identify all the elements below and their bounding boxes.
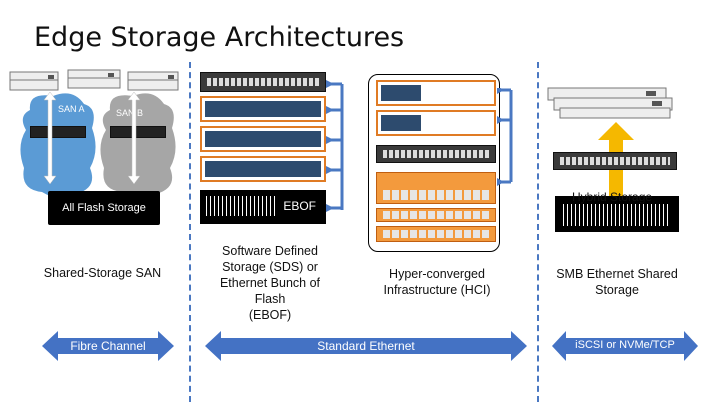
iscsi-arrow-shape bbox=[552, 331, 698, 361]
san-a-label: SAN A bbox=[58, 104, 85, 114]
san-a-cloud-icon bbox=[20, 93, 96, 198]
san-b-switch bbox=[110, 126, 166, 138]
san-a-switch bbox=[30, 126, 86, 138]
iscsi-arrow: iSCSI or NVMe/TCP bbox=[552, 331, 698, 361]
iscsi-label: iSCSI or NVMe/TCP bbox=[575, 339, 675, 351]
standard-ethernet-arrow: Standard Ethernet bbox=[205, 331, 527, 361]
page-title: Edge Storage Architectures bbox=[34, 22, 405, 53]
sds-top-switch bbox=[200, 72, 326, 92]
sds-caption-line-2: Storage (SDS) or bbox=[222, 260, 318, 274]
smb-caption-line-2: Storage bbox=[595, 283, 639, 297]
hci-switch bbox=[376, 145, 496, 163]
hci-connectors-icon bbox=[497, 88, 513, 186]
sds-server-1 bbox=[200, 96, 326, 122]
smb-switch bbox=[553, 152, 677, 170]
standard-ethernet-label: Standard Ethernet bbox=[317, 339, 415, 353]
hci-server-2 bbox=[376, 110, 496, 136]
san-servers-icon bbox=[9, 69, 179, 91]
smb-caption: SMB Ethernet Shared Storage bbox=[548, 266, 686, 298]
fibre-channel-arrow: Fibre Channel bbox=[42, 331, 174, 361]
ebof-label: EBOF bbox=[283, 199, 316, 213]
fibre-channel-arrow-shape bbox=[42, 331, 174, 361]
hci-node-3 bbox=[376, 226, 496, 242]
san-b-label: SAN B bbox=[116, 108, 144, 118]
sds-server-2 bbox=[200, 126, 326, 152]
hci-server-1 bbox=[376, 80, 496, 106]
all-flash-storage-label: All Flash Storage bbox=[62, 202, 146, 214]
sds-caption-line-4: (EBOF) bbox=[248, 308, 292, 322]
ebof-box: EBOF bbox=[200, 190, 326, 224]
hybrid-storage-box bbox=[555, 196, 679, 232]
divider-1 bbox=[189, 62, 191, 402]
fibre-channel-label: Fibre Channel bbox=[70, 339, 146, 353]
smb-caption-line-1: SMB Ethernet Shared bbox=[556, 267, 678, 281]
sds-caption-line-1: Software Defined bbox=[222, 244, 318, 258]
san-vertical-arrows-icon bbox=[43, 92, 141, 185]
hci-node-2 bbox=[376, 208, 496, 222]
divider-2 bbox=[537, 62, 539, 402]
hci-frame bbox=[368, 74, 500, 252]
sds-caption-line-3: Ethernet Bunch of Flash bbox=[219, 276, 321, 306]
san-caption: Shared-Storage SAN bbox=[43, 266, 162, 280]
sds-caption: Software Defined Storage (SDS) or Ethern… bbox=[205, 243, 335, 323]
hci-caption-line-1: Hyper-converged bbox=[389, 267, 485, 281]
sds-connectors-icon bbox=[326, 80, 344, 212]
smb-vertical-arrow-icon bbox=[598, 122, 634, 218]
hci-caption-line-2: Infrastructure (HCI) bbox=[383, 283, 491, 297]
hci-caption: Hyper-converged Infrastructure (HCI) bbox=[372, 266, 502, 298]
hybrid-storage-label: Hybrid Storage bbox=[572, 190, 653, 204]
sds-server-3 bbox=[200, 156, 326, 182]
smb-servers-icon bbox=[547, 87, 673, 119]
san-b-cloud-icon bbox=[100, 93, 176, 198]
hci-node-1 bbox=[376, 172, 496, 204]
standard-ethernet-arrow-shape bbox=[205, 331, 527, 361]
all-flash-storage-box: All Flash Storage bbox=[48, 191, 160, 225]
